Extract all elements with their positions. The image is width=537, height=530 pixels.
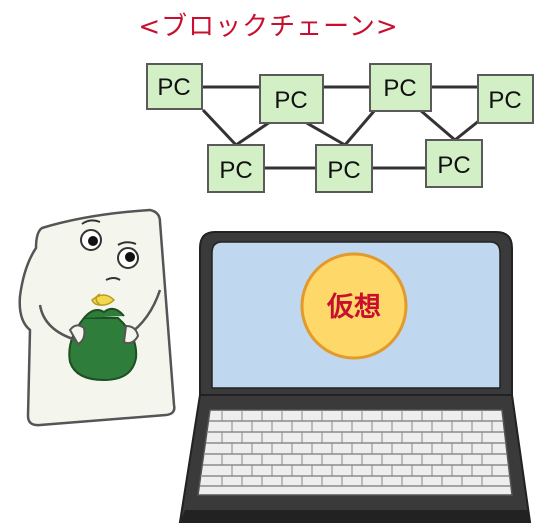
svg-text:PC: PC <box>437 152 470 179</box>
pc-node: PC <box>207 144 265 193</box>
svg-text:仮想: 仮想 <box>326 292 381 323</box>
pc-node: PC <box>259 74 324 124</box>
eyes-icon <box>80 219 139 269</box>
svg-text:PC: PC <box>219 157 252 184</box>
money-bag-icon <box>68 293 138 382</box>
svg-text:PC: PC <box>274 87 307 114</box>
pc-node: PC <box>477 74 534 124</box>
svg-text:PC: PC <box>383 75 416 102</box>
pc-node: PC <box>369 63 432 112</box>
pc-node: PC <box>315 144 373 193</box>
diagram-title: <ブロックチェーン> <box>138 12 399 42</box>
pc-node: PC <box>146 63 203 110</box>
paper-character <box>18 208 176 427</box>
svg-text:PC: PC <box>488 87 521 114</box>
pc-nodes: PC PC PC PC PC PC PC <box>146 63 534 193</box>
keyboard <box>197 409 513 496</box>
pc-node: PC <box>425 139 483 188</box>
laptop: 仮想 <box>178 231 532 523</box>
virtual-coin: 仮想 <box>300 252 408 360</box>
svg-text:PC: PC <box>157 74 190 101</box>
svg-text:PC: PC <box>327 157 360 184</box>
